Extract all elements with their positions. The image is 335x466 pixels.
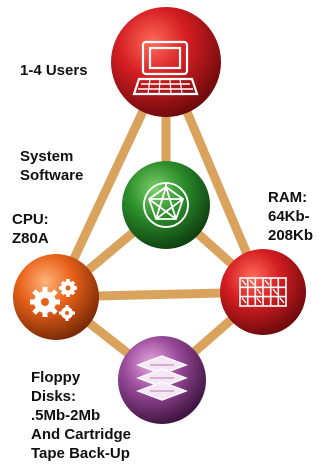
label-users: 1-4 Users (20, 61, 88, 80)
label-ram-line-3: 208Kb (268, 227, 314, 244)
label-system: System Software (20, 147, 83, 185)
cpu-sphere (13, 254, 99, 340)
label-ram: RAM: 64Kb- 208Kb (268, 188, 313, 245)
label-users-line-1: 1-4 Users (20, 62, 88, 79)
label-system-line-2: Software (20, 167, 84, 184)
label-storage: Floppy Disks: .5Mb-2Mb And Cartridge Tap… (31, 368, 131, 463)
memory-grid-icon (239, 277, 287, 307)
node-cpu (13, 254, 99, 340)
node-users (111, 7, 221, 117)
label-cpu-line-1: CPU: (12, 211, 49, 228)
stacked-disks-icon (136, 355, 188, 401)
label-storage-line-5: Tape Back-Up (31, 445, 130, 462)
node-system (122, 161, 210, 249)
label-storage-line-1: Floppy (31, 369, 81, 386)
label-storage-line-3: .5Mb-2Mb (31, 407, 101, 424)
label-cpu-line-2: Z80A (12, 230, 49, 247)
computer-terminal-icon (132, 40, 199, 96)
label-cpu: CPU: Z80A (12, 210, 49, 248)
node-storage (118, 336, 206, 424)
label-ram-line-2: 64Kb- (268, 208, 310, 225)
node-ram (220, 249, 306, 335)
system-sphere (122, 161, 210, 249)
label-system-line-1: System (20, 148, 74, 165)
gears-icon (30, 279, 77, 321)
geodesic-sphere-icon (143, 182, 189, 228)
users-sphere (111, 7, 221, 117)
label-ram-line-1: RAM: (268, 189, 308, 206)
label-storage-line-4: And Cartridge (31, 426, 132, 443)
label-storage-line-2: Disks: (31, 388, 77, 405)
